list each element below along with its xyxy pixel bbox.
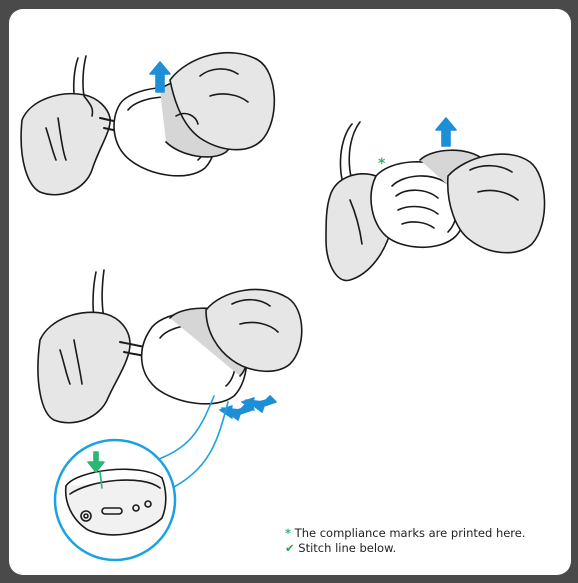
footnotes: * The compliance marks are printed here.… bbox=[285, 526, 565, 556]
asterisk-symbol: * bbox=[285, 526, 291, 540]
compliance-note-text: The compliance marks are printed here. bbox=[295, 526, 526, 540]
compliance-asterisk-marker: * bbox=[378, 156, 386, 172]
stitch-detail-callout bbox=[55, 440, 175, 560]
compliance-note: * The compliance marks are printed here. bbox=[285, 526, 565, 541]
stitch-check-icon: ✔ bbox=[285, 541, 295, 555]
step-2-lift-pad: * bbox=[326, 118, 545, 280]
stitch-note-text: Stitch line below. bbox=[298, 541, 396, 555]
blue-up-arrow-icon bbox=[436, 118, 456, 146]
step-1-remove-earpad bbox=[21, 53, 274, 195]
stitch-note: ✔ Stitch line below. bbox=[285, 541, 565, 556]
